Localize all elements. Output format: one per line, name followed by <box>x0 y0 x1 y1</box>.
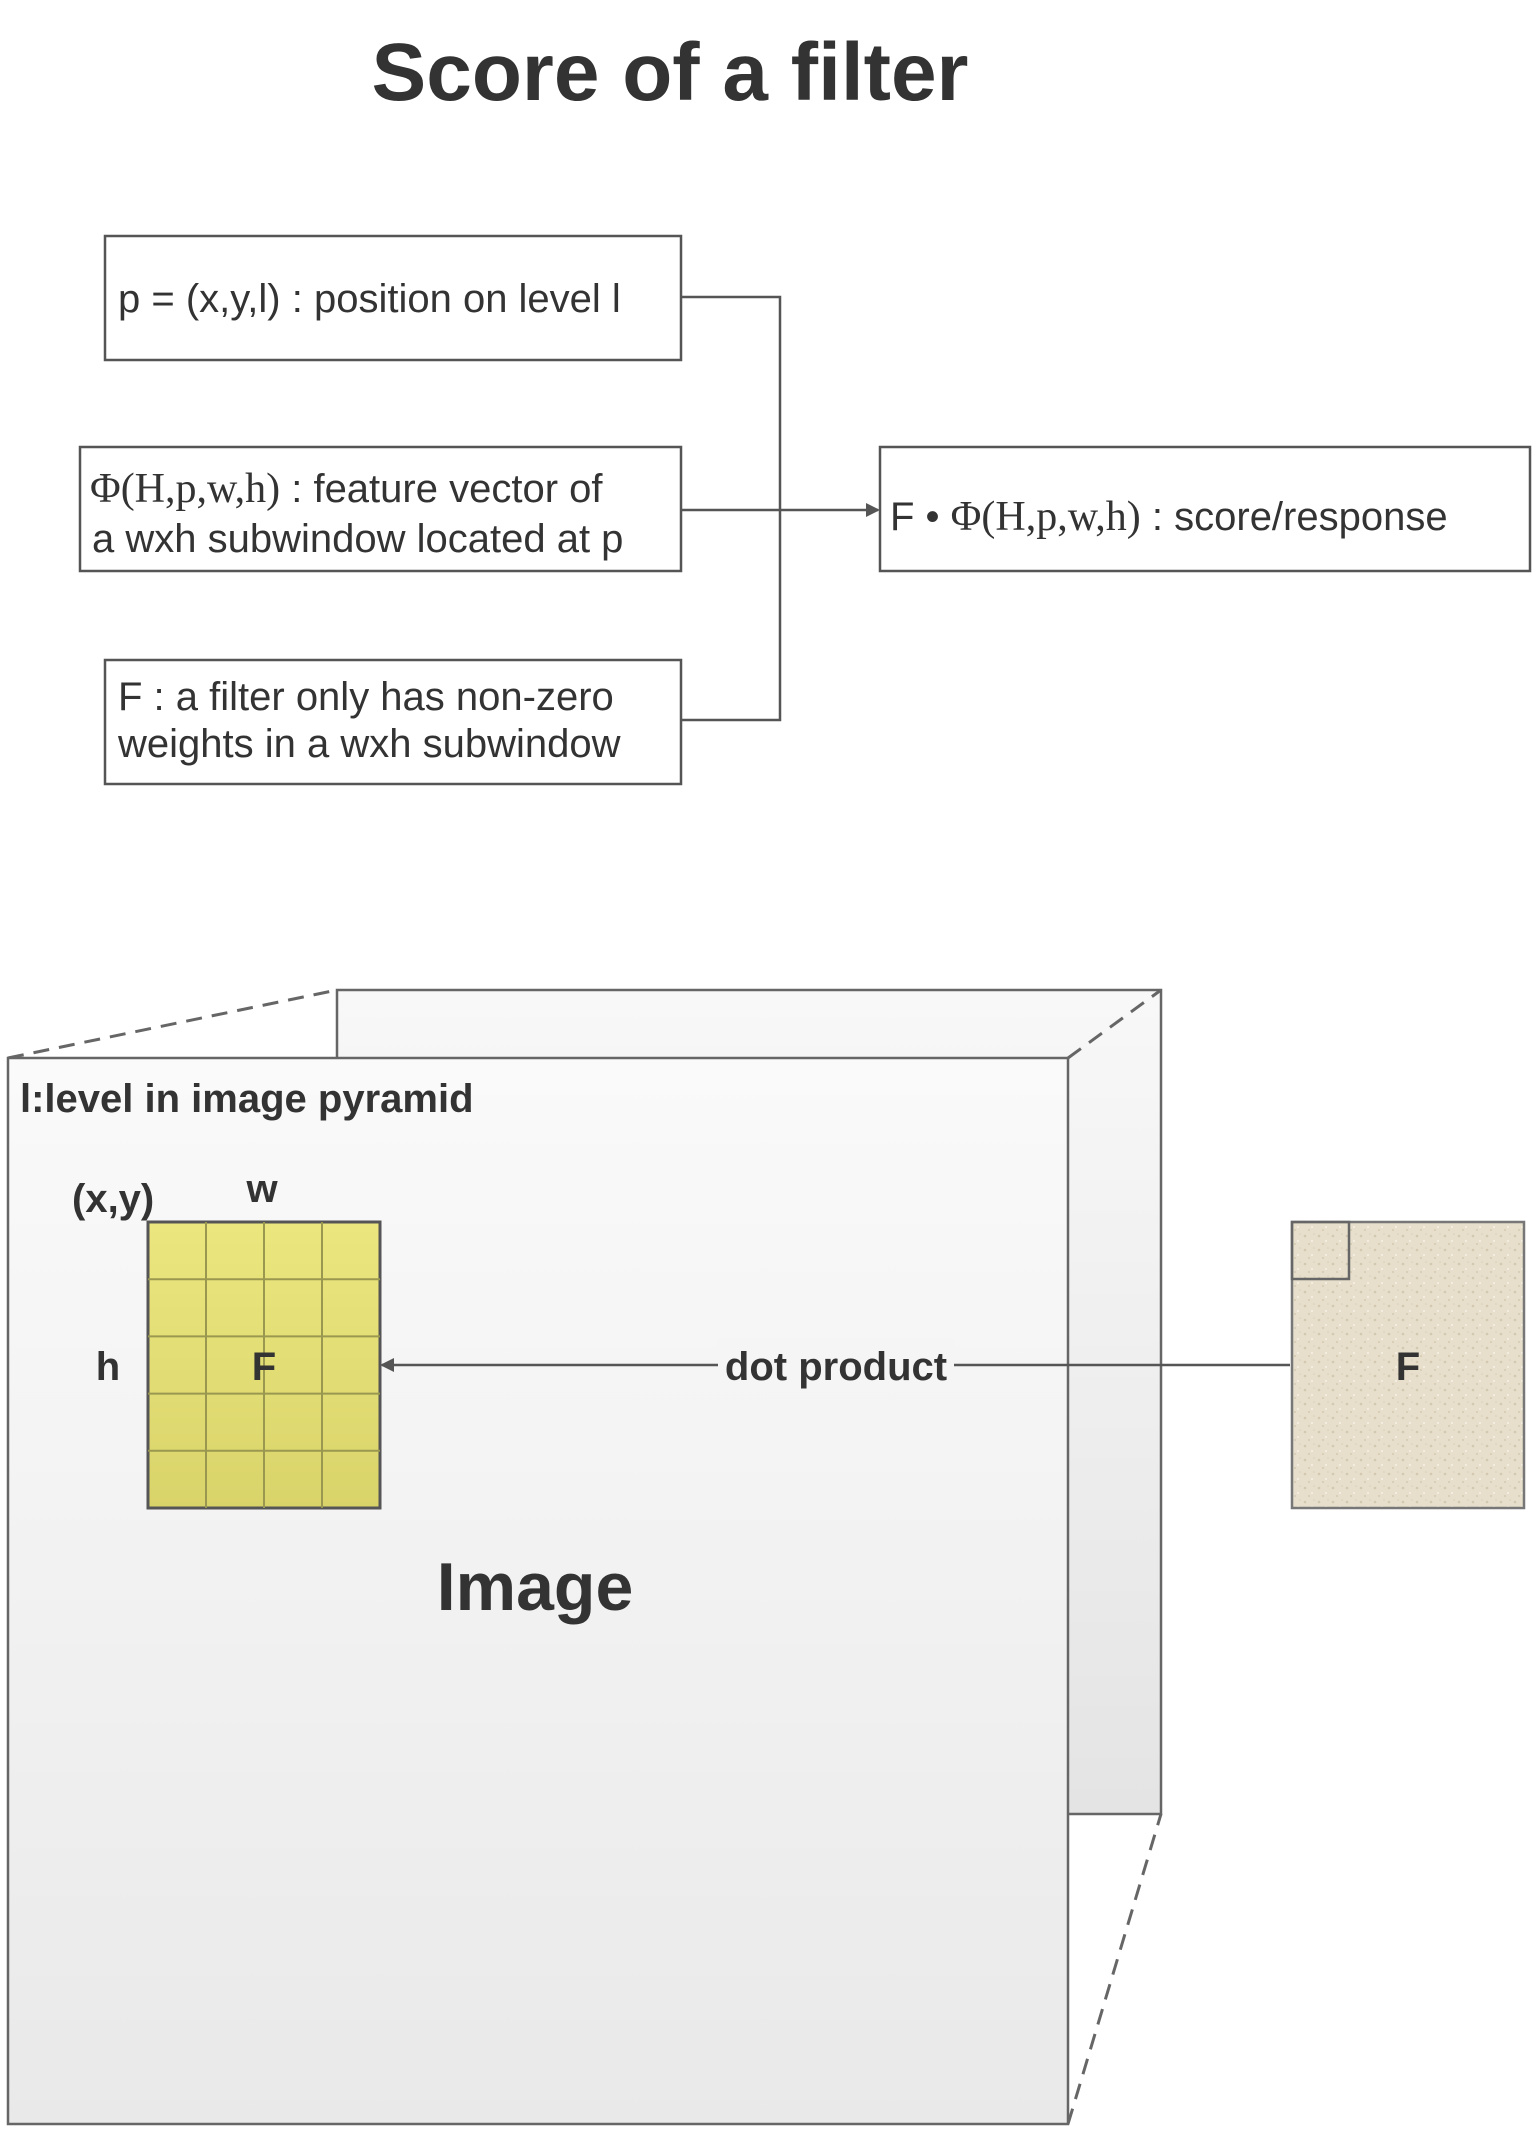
feature-vector-line1: Φ(H,p,w,h) : feature vector of <box>90 466 603 512</box>
filter-definition-box <box>103 658 683 786</box>
pyramid-perspective-edges <box>7 988 1163 2125</box>
pyramid-level-label: l:level in image pyramid <box>20 1077 474 1121</box>
feature-phi-symbol: Φ(H,p,w,h) <box>90 466 280 512</box>
filter-patch-label: F <box>1396 1345 1420 1389</box>
score-prefix: F • <box>890 495 951 539</box>
feature-vector-desc: : feature vector of <box>280 467 603 511</box>
width-label: w <box>245 1167 278 1211</box>
filter-definition-line1: F : a filter only has non-zero <box>118 675 614 719</box>
filter-in-image-label: F <box>252 1345 276 1389</box>
feature-vector-definition-box <box>78 445 683 573</box>
filter-patch-cell <box>1290 1220 1351 1281</box>
feature-vector-line2: a wxh subwindow located at p <box>92 517 623 561</box>
filter-definition-line2: weights in a wxh subwindow <box>117 722 621 766</box>
position-definition-box <box>103 234 683 362</box>
score-suffix: : score/response <box>1141 495 1448 539</box>
definition-connectors <box>681 295 880 722</box>
score-result-text: F • Φ(H,p,w,h) : score/response <box>890 494 1448 540</box>
diagram-title: Score of a filter <box>372 27 969 118</box>
filter-subwindow-grid <box>146 1220 382 1510</box>
xy-position-label: (x,y) <box>72 1177 154 1221</box>
dot-product-label-bg <box>718 1338 954 1390</box>
position-definition-text: p = (x,y,l) : position on level l <box>118 277 621 321</box>
filter-patch <box>1290 1220 1526 1510</box>
score-phi-symbol: Φ(H,p,w,h) <box>951 494 1141 540</box>
dot-product-label: dot product <box>725 1345 947 1389</box>
score-result-box <box>878 445 1532 573</box>
height-label: h <box>96 1345 120 1389</box>
image-label: Image <box>437 1549 634 1625</box>
